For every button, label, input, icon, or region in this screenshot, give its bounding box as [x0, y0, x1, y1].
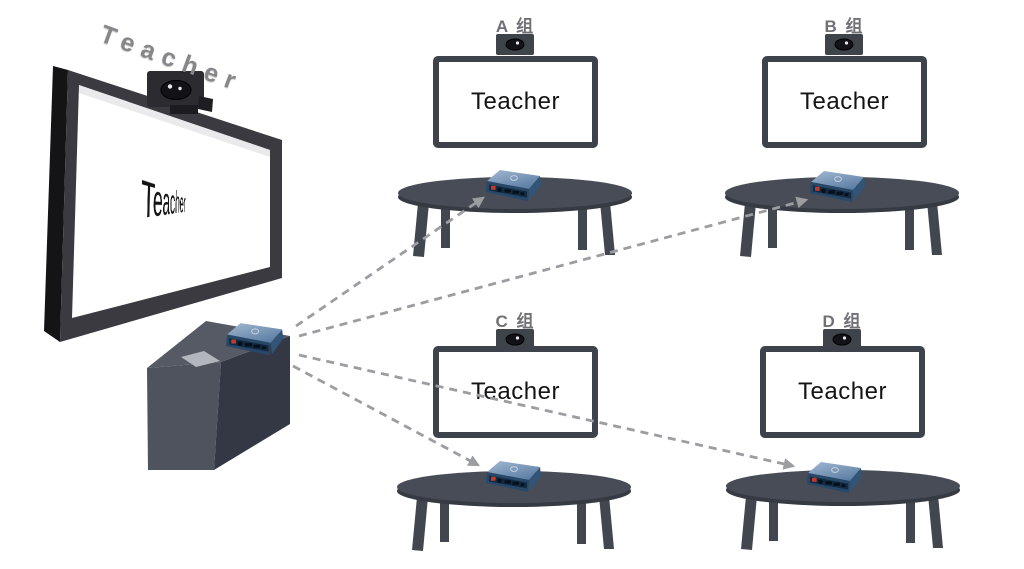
receiver-box-icon-a: [485, 169, 542, 202]
receiver-box-icon-b: [809, 170, 866, 203]
group-a-label: A 组: [495, 17, 536, 36]
group-b-screen-text: Teacher: [800, 88, 889, 115]
group-b-label: B 组: [824, 17, 865, 36]
teacher-wall-label: Teacher: [96, 20, 247, 98]
group-c-screen-text: Teacher: [471, 378, 560, 405]
group-d-screen-text: Teacher: [798, 378, 887, 405]
teacher-screen-text: Teacher: [140, 166, 186, 230]
group-c-monitor: Teacher: [433, 346, 598, 438]
group-d-label: D 组: [822, 312, 863, 331]
group-a-monitor: Teacher: [433, 56, 598, 148]
table-icon-a: [398, 177, 632, 257]
group-c-label: C 组: [495, 312, 536, 331]
podium-icon: [147, 321, 290, 470]
teacher-transmitter-icon: [225, 322, 284, 356]
table-icon-c: [397, 471, 631, 551]
group-d-monitor: Teacher: [760, 346, 925, 438]
camera-icon-b: [824, 33, 864, 56]
group-b-monitor: Teacher: [762, 56, 927, 148]
table-icon-d: [726, 470, 960, 550]
camera-icon-a: [495, 33, 535, 56]
table-icon-b: [725, 177, 959, 257]
group-a-screen-text: Teacher: [471, 88, 560, 115]
receiver-box-icon-d: [806, 461, 863, 494]
receiver-box-icon-c: [485, 460, 542, 493]
